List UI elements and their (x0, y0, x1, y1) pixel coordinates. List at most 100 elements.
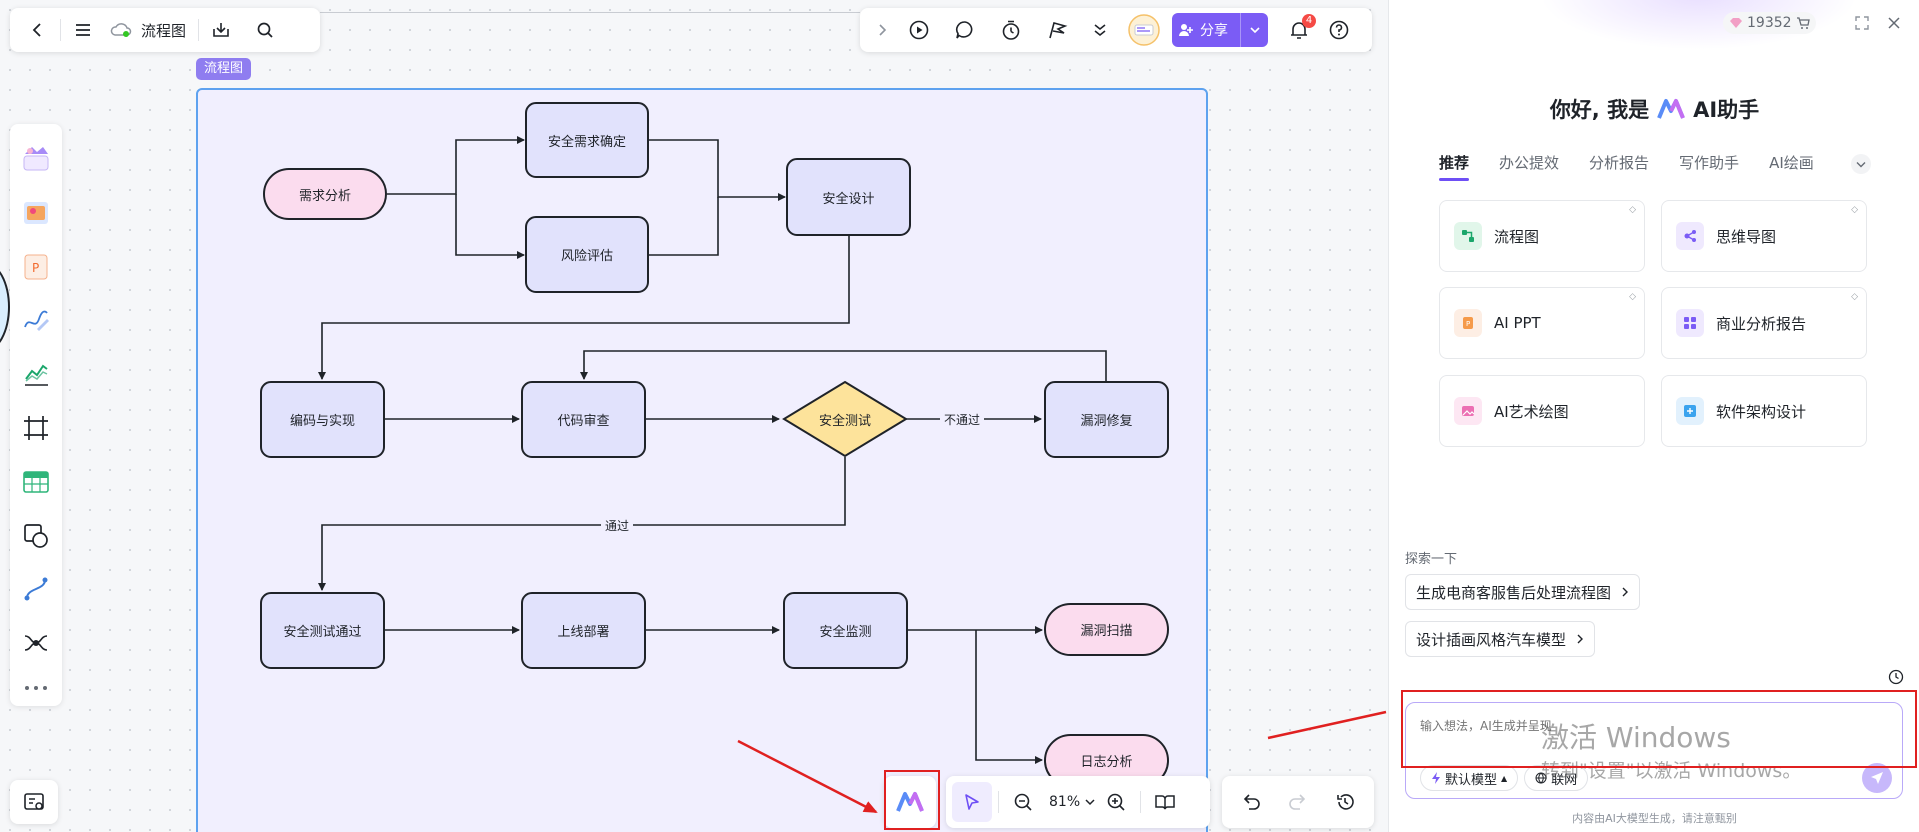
node-demand-analysis[interactable]: 需求分析 (263, 168, 387, 220)
canvas-divider (320, 0, 860, 13)
node-security-requirements[interactable]: 安全需求确定 (525, 102, 649, 178)
card-ai-ppt[interactable]: P AI PPT ◇ (1439, 287, 1645, 359)
tab-recommend[interactable]: 推荐 (1439, 152, 1470, 181)
pin-icon[interactable]: ◇ (1851, 292, 1858, 302)
node-vuln-fix[interactable]: 漏洞修复 (1044, 381, 1169, 458)
share-button[interactable]: 分享 (1172, 13, 1268, 47)
card-label: 流程图 (1494, 227, 1540, 246)
edge-label-fail[interactable]: 不通过 (940, 411, 985, 428)
chevron-right-icon[interactable] (868, 8, 896, 52)
node-security-monitoring[interactable]: 安全监测 (783, 592, 908, 669)
comment-icon[interactable] (942, 8, 988, 52)
zoom-in-icon[interactable] (1096, 782, 1136, 822)
node-security-test[interactable]: 安全测试 (818, 413, 871, 429)
search-icon[interactable] (243, 8, 287, 52)
ppt-icon[interactable]: P (16, 240, 56, 294)
edge-label-pass[interactable]: 通过 (601, 517, 634, 534)
node-security-design[interactable]: 安全设计 (786, 158, 911, 236)
tab-office[interactable]: 办公提效 (1499, 154, 1560, 172)
chart-icon[interactable] (16, 347, 56, 401)
tab-writing[interactable]: 写作助手 (1679, 154, 1740, 172)
suggestion-2[interactable]: 设计插画风格汽车模型 (1405, 621, 1596, 657)
lightning-icon (1432, 772, 1440, 784)
divider (998, 791, 999, 813)
zoom-level[interactable]: 81% (1049, 794, 1081, 810)
frame-icon[interactable] (16, 401, 56, 455)
menu-icon[interactable] (61, 8, 105, 52)
help-icon[interactable] (1322, 8, 1356, 52)
divider (60, 19, 61, 41)
avatar-icon[interactable] (1120, 8, 1168, 52)
card-software-architecture[interactable]: 软件架构设计 (1661, 375, 1867, 447)
zoom-toolbar: 81% (946, 776, 1210, 828)
zoom-dropdown-icon[interactable] (1084, 798, 1096, 806)
mindmap-icon[interactable] (16, 616, 56, 670)
flowchart-icon (1454, 222, 1482, 250)
card-flowchart[interactable]: 流程图 ◇ (1439, 200, 1645, 272)
download-icon[interactable] (199, 8, 243, 52)
suggestion-1[interactable]: 生成电商客服售后处理流程图 (1405, 574, 1641, 610)
card-business-report[interactable]: 商业分析报告 ◇ (1661, 287, 1867, 359)
pin-icon[interactable]: ◇ (1629, 205, 1636, 215)
prompt-input[interactable] (1420, 717, 1770, 747)
play-icon[interactable] (896, 8, 942, 52)
send-button[interactable] (1862, 763, 1892, 793)
notification-icon[interactable]: 4 (1276, 8, 1322, 52)
select-pointer-icon[interactable] (952, 782, 992, 822)
ai-logo-icon (1657, 99, 1685, 119)
document-title[interactable]: 流程图 (141, 21, 187, 40)
frame-tag[interactable]: 流程图 (196, 58, 252, 80)
notification-badge: 4 (1302, 14, 1316, 28)
model-select[interactable]: 默认模型 ▲ (1420, 765, 1519, 791)
ai-logo-icon[interactable] (890, 782, 930, 822)
card-mindmap[interactable]: 思维导图 ◇ (1661, 200, 1867, 272)
tabs-more-icon[interactable] (1851, 154, 1871, 174)
undo-icon[interactable] (1231, 782, 1271, 822)
web-search-toggle[interactable]: 联网 (1524, 765, 1589, 791)
book-icon[interactable] (1145, 782, 1185, 822)
web-label: 联网 (1551, 772, 1578, 788)
flag-icon[interactable] (1034, 8, 1080, 52)
ai-launch-toolbar (884, 776, 936, 828)
points-badge[interactable]: 19352 (1723, 12, 1816, 34)
pin-icon[interactable]: ◇ (1629, 292, 1636, 302)
redo-icon[interactable] (1278, 782, 1318, 822)
node-coding[interactable]: 编码与实现 (260, 381, 385, 458)
table-icon[interactable] (16, 455, 56, 509)
divider (198, 19, 200, 41)
whiteboard-canvas[interactable]: 流程图 (0, 0, 1388, 832)
tab-ai-drawing[interactable]: AI绘画 (1769, 154, 1814, 172)
pen-icon[interactable] (16, 293, 56, 347)
pin-icon[interactable]: ◇ (1851, 205, 1858, 215)
zoom-out-icon[interactable] (1005, 782, 1041, 822)
greeting: 你好, 我是 AI助手 (1389, 94, 1919, 124)
timer-icon[interactable] (988, 8, 1034, 52)
chevron-right-icon (1622, 587, 1629, 597)
greeting-prefix: 你好, 我是 (1549, 98, 1650, 122)
history-icon[interactable] (1325, 782, 1365, 822)
svg-text:P: P (32, 261, 39, 275)
node-code-review[interactable]: 代码审查 (521, 381, 646, 458)
sticker-icon[interactable] (16, 186, 56, 240)
template-icon[interactable] (16, 132, 56, 186)
share-dropdown[interactable] (1240, 13, 1268, 47)
node-test-passed[interactable]: 安全测试通过 (260, 592, 385, 669)
history-clock-icon[interactable] (1887, 668, 1905, 686)
connector-icon[interactable] (16, 563, 56, 617)
expand-icon[interactable] (1851, 12, 1873, 34)
node-vuln-scan[interactable]: 漏洞扫描 (1044, 603, 1169, 656)
more-icon[interactable] (16, 670, 56, 706)
architecture-icon (1676, 397, 1704, 425)
node-deploy[interactable]: 上线部署 (521, 592, 646, 669)
prompt-input-box[interactable]: 默认模型 ▲ 联网 (1405, 702, 1903, 799)
back-icon[interactable] (16, 8, 60, 52)
mindmap-icon (1676, 222, 1704, 250)
close-icon[interactable] (1883, 12, 1905, 34)
node-risk-assessment[interactable]: 风险评估 (525, 216, 649, 293)
card-ai-art[interactable]: AI艺术绘图 (1439, 375, 1645, 447)
tab-analysis[interactable]: 分析报告 (1589, 154, 1650, 172)
shape-icon[interactable] (16, 509, 56, 563)
highlight-prompt-input (1401, 690, 1917, 768)
minimap-button[interactable] (10, 780, 58, 824)
more-down-icon[interactable] (1080, 8, 1120, 52)
